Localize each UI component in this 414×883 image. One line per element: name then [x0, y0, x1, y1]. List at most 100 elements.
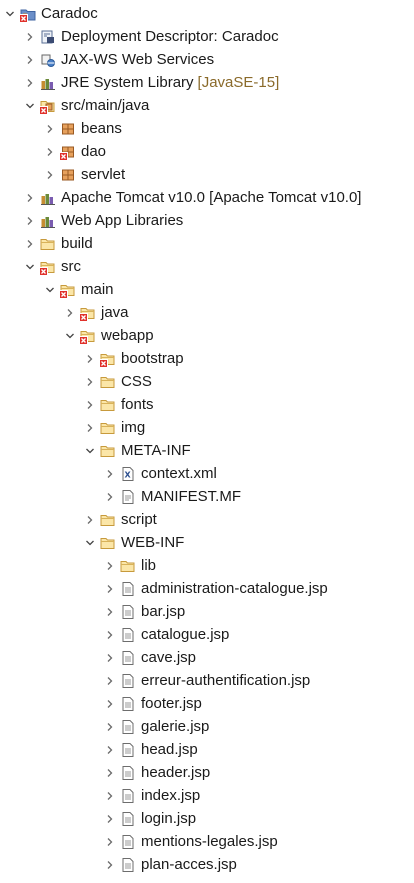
chevron-down-icon[interactable] [24, 100, 36, 112]
chevron-right-icon[interactable] [24, 31, 36, 43]
tree-item[interactable]: login.jsp [0, 807, 414, 830]
tree-item-label: CSS [121, 372, 152, 390]
chevron-right-icon[interactable] [104, 468, 116, 480]
tree-item[interactable]: src [0, 255, 414, 278]
chevron-down-icon[interactable] [44, 284, 56, 296]
tree-item[interactable]: cave.jsp [0, 646, 414, 669]
chevron-right-icon[interactable] [104, 790, 116, 802]
chevron-right-icon[interactable] [104, 629, 116, 641]
folder-icon [100, 443, 116, 459]
tree-item[interactable]: Web App Libraries [0, 209, 414, 232]
tree-item-label: lib [141, 556, 157, 574]
package-icon [60, 121, 76, 137]
chevron-right-icon[interactable] [104, 859, 116, 871]
tree-item[interactable]: CSS [0, 370, 414, 393]
tree-item[interactable]: administration-catalogue.jsp [0, 577, 414, 600]
chevron-right-icon[interactable] [84, 376, 96, 388]
tree-item[interactable]: fonts [0, 393, 414, 416]
chevron-right-icon[interactable] [24, 54, 36, 66]
tree-item[interactable]: head.jsp [0, 738, 414, 761]
chevron-right-icon[interactable] [44, 146, 56, 158]
tree-item[interactable]: bar.jsp [0, 600, 414, 623]
folder-icon [100, 535, 116, 551]
tree-item[interactable]: src/main/java [0, 94, 414, 117]
chevron-right-icon[interactable] [104, 721, 116, 733]
chevron-right-icon[interactable] [84, 422, 96, 434]
chevron-right-icon[interactable] [24, 192, 36, 204]
chevron-right-icon[interactable] [24, 77, 36, 89]
tree-item[interactable]: servlet [0, 163, 414, 186]
tree-item[interactable]: beans [0, 117, 414, 140]
chevron-right-icon[interactable] [84, 514, 96, 526]
chevron-down-icon[interactable] [84, 537, 96, 549]
svg-text:X: X [125, 470, 132, 479]
tree-item[interactable]: JAX-WS Web Services [0, 48, 414, 71]
chevron-right-icon[interactable] [104, 583, 116, 595]
tree-item-label: JRE System Library [61, 73, 194, 91]
folder-error-icon [59, 282, 76, 299]
tree-item-label: footer.jsp [141, 694, 202, 712]
jsp-file-icon [120, 604, 136, 620]
tree-item[interactable]: bootstrap [0, 347, 414, 370]
tree-item[interactable]: build [0, 232, 414, 255]
tree-item-label: build [61, 234, 93, 252]
chevron-right-icon[interactable] [104, 606, 116, 618]
tree-item-label: fonts [121, 395, 154, 413]
tree-item[interactable]: script [0, 508, 414, 531]
tree-item-label: webapp [101, 326, 154, 344]
tree-item[interactable]: main [0, 278, 414, 301]
chevron-down-icon[interactable] [84, 445, 96, 457]
tree-item[interactable]: webapp [0, 324, 414, 347]
tree-item[interactable]: catalogue.jsp [0, 623, 414, 646]
jsp-file-icon [120, 673, 136, 689]
jsp-file-icon [120, 857, 136, 873]
chevron-right-icon[interactable] [64, 307, 76, 319]
tree-item-label: dao [81, 142, 107, 160]
tree-item[interactable]: MANIFEST.MF [0, 485, 414, 508]
chevron-down-icon[interactable] [4, 8, 16, 20]
chevron-down-icon[interactable] [64, 330, 76, 342]
tree-item[interactable]: plan-acces.jsp [0, 853, 414, 876]
chevron-right-icon[interactable] [104, 767, 116, 779]
tree-item[interactable]: java [0, 301, 414, 324]
folder-icon [40, 236, 56, 252]
chevron-right-icon[interactable] [104, 491, 116, 503]
chevron-right-icon[interactable] [104, 675, 116, 687]
chevron-right-icon[interactable] [84, 399, 96, 411]
chevron-right-icon[interactable] [104, 560, 116, 572]
jsp-file-icon [120, 650, 136, 666]
tree-item[interactable]: index.jsp [0, 784, 414, 807]
tree-item[interactable]: lib [0, 554, 414, 577]
chevron-right-icon[interactable] [104, 813, 116, 825]
tree-item-decoration: [JavaSE-15] [197, 74, 280, 91]
chevron-down-icon[interactable] [24, 261, 36, 273]
chevron-right-icon[interactable] [104, 836, 116, 848]
jsp-file-icon [120, 834, 136, 850]
jsp-file-icon [120, 627, 136, 643]
tree-item[interactable]: dao [0, 140, 414, 163]
tree-item[interactable]: footer.jsp [0, 692, 414, 715]
chevron-right-icon[interactable] [44, 169, 56, 181]
chevron-right-icon[interactable] [104, 698, 116, 710]
tree-item[interactable]: img [0, 416, 414, 439]
tree-item[interactable]: JRE System Library[JavaSE-15] [0, 71, 414, 94]
tree-item[interactable]: mentions-legales.jsp [0, 830, 414, 853]
file-icon [120, 489, 136, 505]
chevron-right-icon[interactable] [84, 353, 96, 365]
tree-item[interactable]: Deployment Descriptor: Caradoc [0, 25, 414, 48]
tree-item[interactable]: header.jsp [0, 761, 414, 784]
chevron-right-icon[interactable] [104, 744, 116, 756]
tree-item[interactable]: META-INF [0, 439, 414, 462]
chevron-right-icon[interactable] [24, 238, 36, 250]
chevron-right-icon[interactable] [24, 215, 36, 227]
tree-item[interactable]: galerie.jsp [0, 715, 414, 738]
tree-item[interactable]: erreur-authentification.jsp [0, 669, 414, 692]
folder-icon [100, 512, 116, 528]
xml-file-icon: X [120, 466, 136, 482]
tree-item[interactable]: Caradoc [0, 2, 414, 25]
chevron-right-icon[interactable] [104, 652, 116, 664]
chevron-right-icon[interactable] [44, 123, 56, 135]
tree-item[interactable]: Apache Tomcat v10.0 [Apache Tomcat v10.0… [0, 186, 414, 209]
tree-item[interactable]: WEB-INF [0, 531, 414, 554]
